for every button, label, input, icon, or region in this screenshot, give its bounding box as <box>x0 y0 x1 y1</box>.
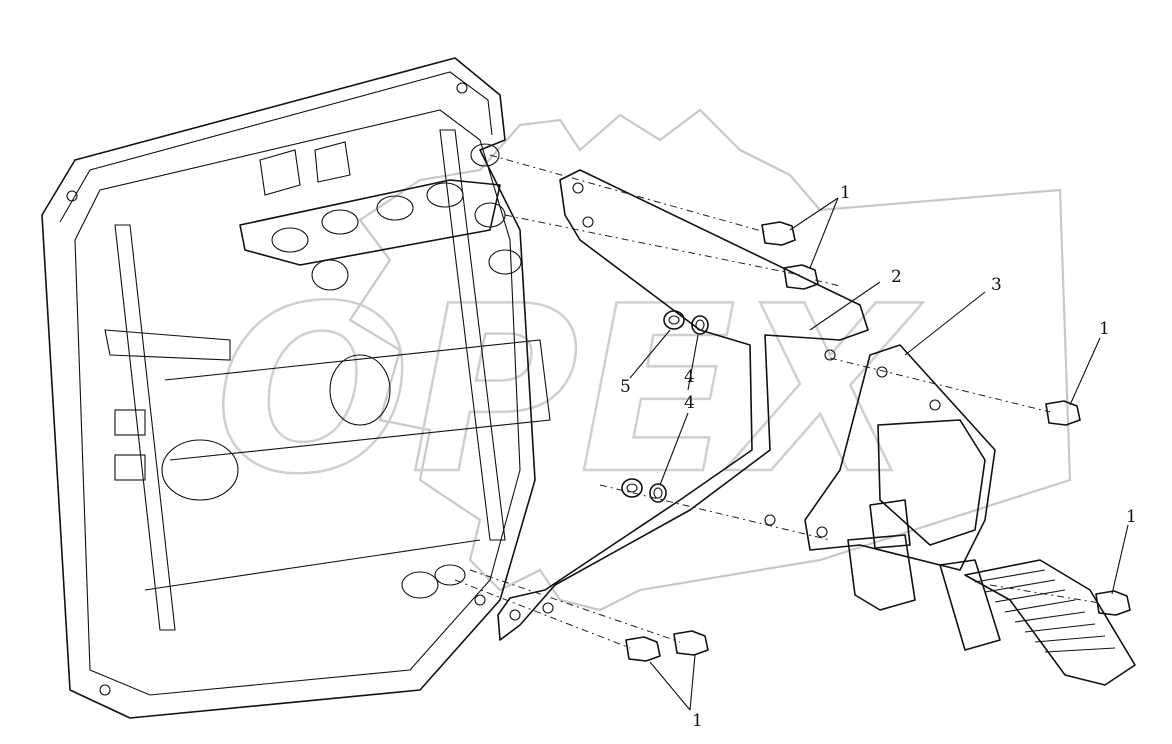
callout-2: 2 <box>891 267 902 287</box>
nuts-washers <box>621 310 709 503</box>
callout-4b: 4 <box>684 393 695 413</box>
bolts <box>625 221 1131 662</box>
washer <box>649 483 667 503</box>
bolt <box>783 264 819 290</box>
mount-hole <box>99 684 111 696</box>
callout-1c: 1 <box>1126 507 1137 527</box>
callout-1b: 1 <box>1099 319 1110 339</box>
callout-labels: 1 2 3 1 1 1 5 4 4 <box>620 183 1137 731</box>
watermark-text: OPEX <box>215 258 923 525</box>
mount-hole <box>456 82 468 94</box>
pedal-bracket <box>497 169 869 641</box>
watermark-logo: OPEX <box>214 108 1072 612</box>
callout-4a: 4 <box>684 367 695 387</box>
bolt <box>1045 400 1081 426</box>
bolt <box>625 636 661 662</box>
nut <box>663 310 685 330</box>
callout-1a: 1 <box>840 183 851 203</box>
nut <box>621 478 643 498</box>
bolt <box>673 630 709 656</box>
firewall-plate <box>41 57 551 719</box>
pedal-mount-plate <box>804 344 996 571</box>
assembly-centerlines <box>454 154 1101 649</box>
bolt <box>761 221 796 246</box>
mount-hole <box>474 594 486 606</box>
washer <box>691 315 709 335</box>
bolt <box>1095 590 1131 616</box>
callout-leaders <box>629 197 1129 711</box>
callout-1d: 1 <box>692 711 703 731</box>
accelerator-pedal <box>847 419 1136 686</box>
callout-3: 3 <box>991 275 1002 295</box>
mount-hole <box>66 190 78 202</box>
callout-5: 5 <box>620 377 631 397</box>
